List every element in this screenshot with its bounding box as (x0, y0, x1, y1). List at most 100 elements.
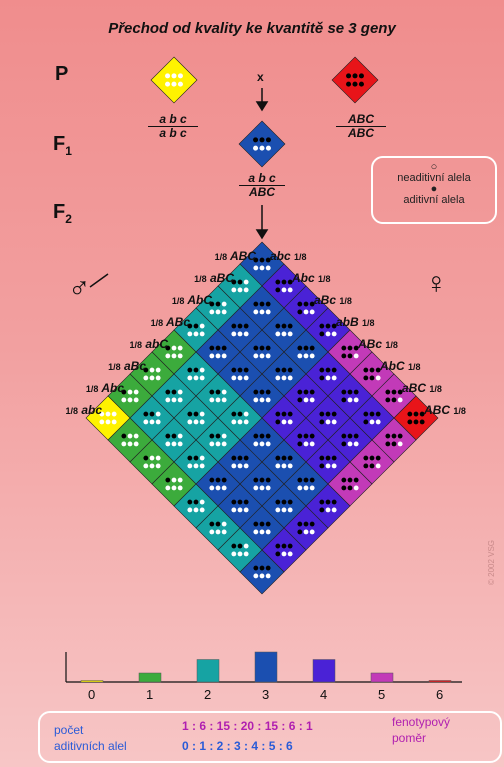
additive-allele-dot (171, 433, 177, 439)
non-additive-allele-dot (133, 433, 139, 439)
non-additive-allele-dot (149, 375, 155, 381)
additive-allele-dot (297, 529, 303, 535)
additive-allele-dot (231, 367, 237, 373)
additive-allele-dot (149, 411, 155, 417)
non-additive-allele-dot (375, 375, 381, 381)
non-additive-allele-dot (171, 397, 177, 403)
additive-allele-dot (231, 323, 237, 329)
pheno-label-1: fenotypový (392, 715, 451, 729)
chart-bar (80, 680, 104, 683)
additive-allele-dot (319, 455, 325, 461)
non-additive-allele-dot (259, 485, 265, 491)
non-additive-allele-dot (231, 375, 237, 381)
non-additive-allele-dot (171, 441, 177, 447)
additive-allele-dot (237, 455, 243, 461)
allele-legend: ○ neaditivní alela ● aditivní alela (371, 156, 497, 224)
non-additive-allele-dot (177, 345, 183, 351)
additive-allele-dot (165, 345, 171, 351)
additive-allele-dot (347, 477, 353, 483)
additive-allele-dot (281, 543, 287, 549)
non-additive-allele-dot (165, 73, 171, 79)
additive-allele-dot (319, 375, 325, 381)
left-gamete-label: 1/8 ABc (151, 315, 190, 329)
chart-tick-label: 1 (146, 687, 153, 702)
non-additive-allele-dot (237, 375, 243, 381)
additive-allele-dot (309, 345, 315, 351)
non-additive-allele-dot (275, 331, 281, 337)
additive-allele-dot (319, 499, 325, 505)
left-gamete-label: 1/8 aBC (194, 271, 234, 285)
additive-allele-dot (243, 367, 249, 373)
non-additive-allele-dot (253, 441, 259, 447)
parent-die-dominant (331, 56, 379, 104)
gamete-fraction: 1/8 (214, 252, 228, 262)
additive-allele-dot (193, 323, 199, 329)
copyright: © 2002 VSG (487, 539, 496, 585)
non-additive-allele-dot (237, 419, 243, 425)
non-additive-allele-dot (253, 309, 259, 315)
non-additive-allele-dot (127, 389, 133, 395)
non-additive-allele-dot (303, 441, 309, 447)
additive-allele-dot (265, 565, 271, 571)
non-additive-allele-dot (253, 397, 259, 403)
additive-allele-dot (363, 411, 369, 417)
non-additive-allele-dot (265, 441, 271, 447)
left-gamete-label: 1/8 ABC (215, 249, 256, 263)
additive-allele-dot (353, 345, 359, 351)
additive-allele-dot (297, 389, 303, 395)
left-gamete-label: 1/8 aBc (108, 359, 146, 373)
additive-allele-dot (319, 323, 325, 329)
non-additive-allele-dot (133, 389, 139, 395)
gamete-genotype: abc (81, 403, 102, 417)
additive-allele-dot (309, 301, 315, 307)
gamete-fraction: 1/8 (453, 406, 466, 416)
non-additive-allele-dot (265, 573, 271, 579)
non-additive-allele-dot (275, 463, 281, 469)
non-additive-allele-dot (353, 485, 359, 491)
gamete-fraction: 1/8 (429, 384, 442, 394)
additive-allele-dot (319, 331, 325, 337)
non-additive-allele-dot (133, 441, 139, 447)
non-additive-allele-dot (331, 507, 337, 513)
non-additive-allele-dot (287, 419, 293, 425)
additive-allele-dot (253, 137, 259, 143)
additive-allele-dot (253, 389, 259, 395)
additive-allele-dot (209, 301, 215, 307)
non-additive-allele-dot (209, 353, 215, 359)
punnett-cell (239, 549, 285, 595)
chart-tick-label: 0 (88, 687, 95, 702)
additive-allele-dot (221, 477, 227, 483)
additive-allele-dot (193, 499, 199, 505)
additive-allele-dot (237, 543, 243, 549)
non-additive-allele-dot (221, 389, 227, 395)
non-additive-allele-dot (165, 81, 171, 87)
gamete-fraction: 1/8 (408, 362, 421, 372)
non-additive-allele-dot (243, 463, 249, 469)
additive-allele-dot (237, 323, 243, 329)
non-additive-allele-dot (243, 287, 249, 293)
non-additive-allele-dot (209, 441, 215, 447)
non-additive-allele-dot (171, 485, 177, 491)
non-additive-allele-dot (155, 375, 161, 381)
additive-allele-dot (319, 507, 325, 513)
additive-allele-dot (369, 367, 375, 373)
left-gamete-label: 1/8 Abc (86, 381, 124, 395)
non-additive-allele-dot (193, 463, 199, 469)
additive-allele-dot (253, 345, 259, 351)
non-additive-allele-dot (199, 411, 205, 417)
cross-symbol: x (257, 70, 264, 84)
non-additive-allele-dot (199, 507, 205, 513)
additive-allele-dot (265, 137, 271, 143)
non-additive-allele-dot (281, 375, 287, 381)
additive-allele-dot (275, 543, 281, 549)
non-additive-allele-dot (303, 529, 309, 535)
additive-allele-dot (297, 397, 303, 403)
non-additive-allele-dot (149, 419, 155, 425)
non-additive-allele-dot (177, 397, 183, 403)
non-additive-allele-dot (237, 463, 243, 469)
female-symbol: ♀ (425, 267, 448, 300)
non-additive-allele-dot (111, 419, 117, 425)
additive-allele-dot (265, 257, 271, 263)
non-additive-allele-dot (187, 375, 193, 381)
non-additive-allele-dot (105, 411, 111, 417)
